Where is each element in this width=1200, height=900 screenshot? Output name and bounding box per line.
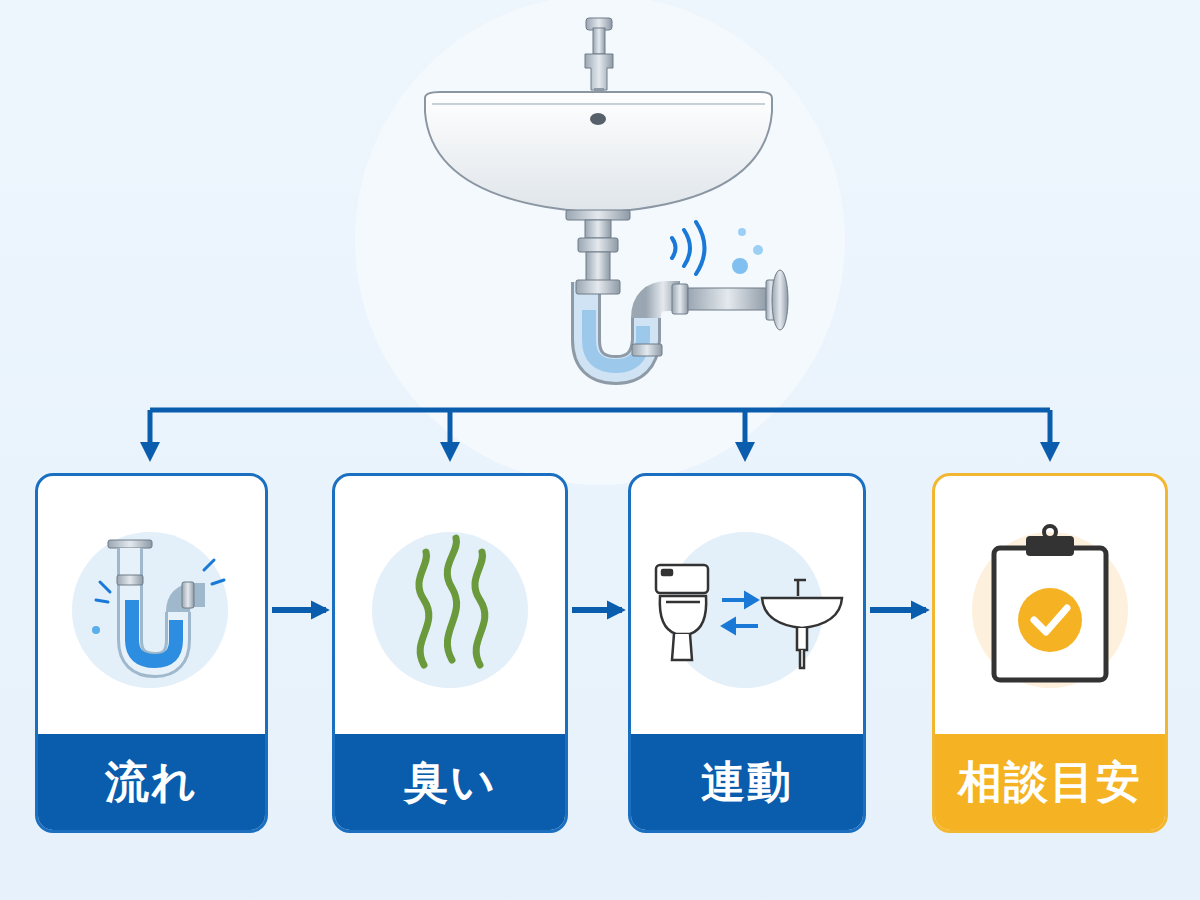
box-grounds [35,473,1168,833]
label-band: 相談目安 [935,734,1165,830]
category-box: 相談目安 [932,473,1168,833]
linked-fixtures-icon [656,532,842,688]
trap-icon [72,532,228,688]
flow-arrow [870,607,926,613]
label-band: 臭い [335,734,565,830]
box-label: 流れ [105,753,198,812]
category-box: 流れ [35,473,268,833]
box-label: 連動 [701,753,793,812]
category-box: 連動 [628,473,866,833]
odor-icon [372,532,528,688]
flow-arrow [272,607,326,613]
category-box: 臭い [332,473,568,833]
label-band: 流れ [38,734,265,830]
box-label: 相談目安 [958,753,1142,812]
branch-arrows [150,410,1050,452]
label-band: 連動 [631,734,863,830]
clipboard-icon [972,526,1128,688]
sink-illustration [425,18,788,370]
box-label: 臭い [404,753,497,812]
flow-arrow [572,607,622,613]
